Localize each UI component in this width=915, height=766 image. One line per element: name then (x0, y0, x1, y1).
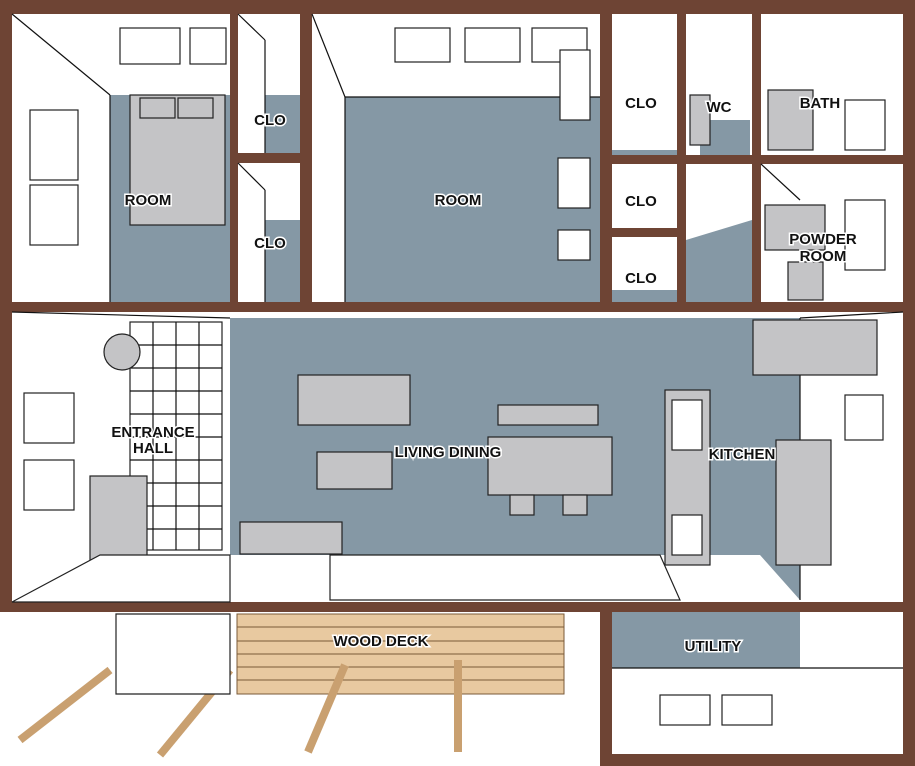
label-bath: BATH (800, 95, 841, 112)
skylight (464, 27, 521, 63)
shelf (557, 157, 591, 209)
wall-v-4 (677, 0, 686, 302)
label-utility: UTILITY (685, 638, 742, 655)
window (844, 394, 884, 441)
utility-floor (612, 612, 800, 668)
oven (671, 514, 703, 556)
wall-v-2 (300, 0, 312, 302)
powder-room-toilet (787, 261, 824, 301)
upper-cabinet (752, 319, 878, 376)
dining-bench (497, 404, 599, 426)
clo-5-floor (612, 290, 677, 302)
wc-floor (700, 120, 750, 155)
perspective-lines (11, 13, 904, 669)
deck-post (17, 666, 113, 744)
wall-h-right-1 (612, 155, 903, 164)
wall-v-3 (600, 0, 612, 302)
window (23, 459, 75, 511)
sofa (297, 374, 411, 426)
label-entrance-hall-line2: HALL (133, 440, 173, 457)
label-clo-5: CLO (625, 270, 657, 287)
wall-utility-left (600, 602, 612, 766)
powder-room-sink (764, 204, 826, 251)
fridge (775, 439, 832, 566)
wall-mid-horizontal (0, 302, 915, 312)
room-labels: ROOM CLO CLO ROOM CLO WC BATH CLO CLO PO… (110, 94, 859, 657)
skylight (189, 27, 227, 65)
window-bench (329, 554, 681, 601)
chair (509, 494, 535, 516)
label-room-left: ROOM (125, 192, 172, 209)
skylight (394, 27, 451, 63)
label-powder-room-line2: ROOM (800, 248, 847, 265)
label-living-dining: LIVING DINING (395, 444, 502, 461)
low-table (316, 451, 393, 490)
furniture (11, 49, 878, 603)
deck-stair (115, 613, 231, 695)
label-powder-room-line1: POWDER (789, 231, 857, 248)
label-room-center: ROOM (435, 192, 482, 209)
wall-v-1 (230, 0, 238, 302)
wall-v-5 (752, 0, 761, 302)
hall-strip-floor (686, 220, 752, 302)
clo-3-floor (612, 150, 677, 155)
label-wc: WC (707, 99, 732, 116)
label-clo-4: CLO (625, 193, 657, 210)
shoe-cabinet (89, 475, 148, 565)
bathtub (767, 89, 814, 151)
label-kitchen: KITCHEN (709, 446, 776, 463)
tv-stand (239, 521, 343, 555)
shelf (557, 229, 591, 261)
label-clo-3: CLO (625, 95, 657, 112)
wall-right (903, 0, 915, 766)
pillow (139, 97, 176, 119)
wall-top (0, 0, 915, 14)
label-entrance-hall-line1: ENTRANCE (111, 424, 194, 441)
wall-h-right-2 (612, 228, 677, 237)
window (23, 392, 75, 444)
label-wood-deck: WOOD DECK (334, 633, 429, 650)
shelf (559, 49, 591, 121)
sink (671, 399, 703, 451)
room-center-floor (345, 97, 600, 302)
window (29, 109, 79, 181)
pillow (177, 97, 214, 119)
skylight (721, 694, 773, 726)
wall-h-clo (238, 153, 300, 163)
toilet (689, 94, 711, 146)
wall-bottom-right (600, 602, 915, 612)
plant (103, 333, 141, 371)
clo-1-floor (265, 95, 300, 153)
skylight (659, 694, 711, 726)
chair (562, 494, 588, 516)
window (844, 99, 886, 151)
wall-utility-bottom (600, 754, 915, 766)
window (29, 184, 79, 246)
skylight (119, 27, 181, 65)
label-clo-2: CLO (254, 235, 286, 252)
window (844, 199, 886, 271)
clo-2-floor (265, 220, 300, 302)
label-clo-1: CLO (254, 112, 286, 129)
wall-bottom-left (0, 602, 612, 612)
wood-deck (17, 613, 565, 758)
dining-table (487, 436, 613, 496)
deck-post (304, 663, 349, 754)
floor-step (11, 554, 231, 603)
